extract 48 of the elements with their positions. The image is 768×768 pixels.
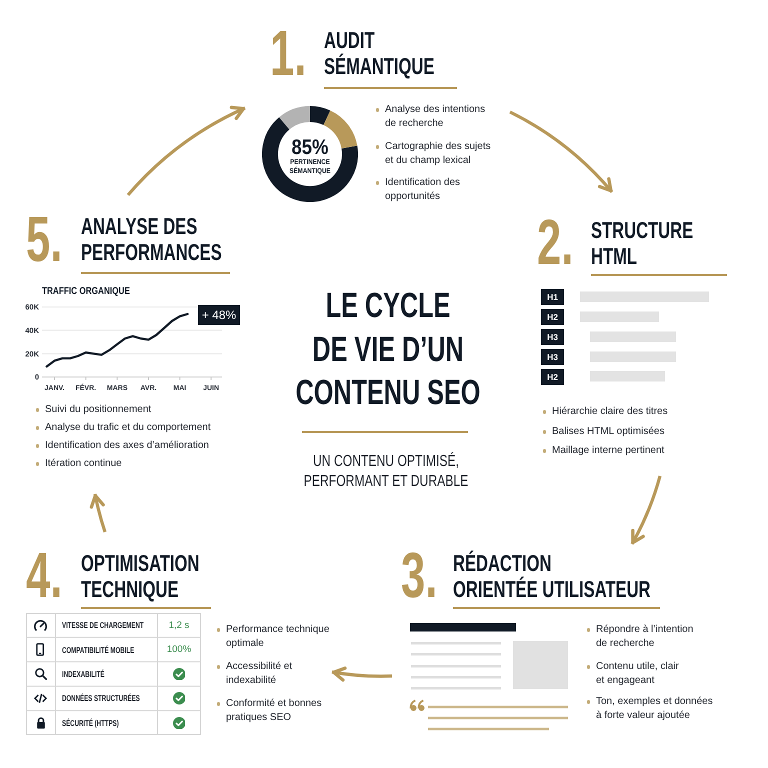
cycle-arrow	[90, 494, 107, 532]
step-number: 3.	[401, 543, 438, 607]
bullet-item: Identification des axes d’amélioration	[35, 438, 209, 454]
bullet-item: Conformité et bonnes pratiques SEO	[216, 696, 322, 726]
cycle-arrow	[332, 666, 392, 682]
metric-label: SÉCURITÉ (HTTPS)	[62, 718, 119, 728]
heading-tag: H1	[541, 289, 564, 305]
heading-tag: H2	[541, 369, 564, 385]
bullet-item: Contenu utile, clair et engageant	[586, 660, 679, 689]
subtitle: UN CONTENU OPTIMISÉ, PERFORMANT ET DURABLE	[304, 452, 468, 492]
bullet-item: Balises HTML optimisées	[542, 424, 664, 440]
bullet-item: Cartographie des sujets et du champ lexical	[375, 140, 491, 169]
percentage-value: 85%	[292, 137, 328, 158]
step-number: 4.	[26, 543, 62, 607]
step-number: 2.	[537, 210, 574, 274]
metric-value: 1,2 s	[168, 620, 190, 631]
bullet-item: Répondre à l’intention de recherche	[586, 622, 694, 652]
metric-label: DONNÉES STRUCTURÉES	[62, 693, 140, 704]
metric-value: 100%	[166, 644, 192, 656]
step-number: 1.	[270, 21, 306, 85]
step-number: 5.	[26, 207, 62, 271]
bullet-item: Itération continue	[35, 456, 122, 472]
step-title: RÉDACTION ORIENTÉE UTILISATEUR	[453, 550, 650, 602]
bullet-item: Hiérarchie claire des titres	[542, 404, 668, 420]
bullet-item: Maillage interne pertinent	[542, 444, 664, 458]
cycle-arrow	[630, 476, 662, 545]
cycle-arrow	[126, 106, 246, 196]
step-title: ANALYSE DES PERFORMANCES	[81, 213, 222, 265]
step-title: OPTIMISATION TECHNIQUE	[81, 550, 200, 602]
bullet-item: Ton, exemples et données à forte valeur ajoutée	[586, 694, 713, 724]
heading-tag: H3	[541, 329, 564, 345]
diagram-title: LE CYCLE DE VIE D’UN CONTENU SEO	[296, 285, 480, 414]
bullet-item: Accessibilité et indexabilité	[216, 660, 292, 689]
bullet-item: Analyse du trafic et du comportement	[35, 420, 211, 436]
step-title: AUDIT SÉMANTIQUE	[324, 27, 434, 79]
bullet-item: Analyse des intentions de recherche	[375, 102, 486, 132]
metric-label: VITESSE DE CHARGEMENT	[62, 620, 144, 630]
growth-badge: + 48%	[198, 305, 240, 325]
cycle-arrow	[509, 110, 614, 194]
heading-tag: H3	[541, 349, 564, 365]
metric-label: COMPATIBILITÉ MOBILE	[62, 644, 134, 655]
chart-title: TRAFFIC ORGANIQUE	[42, 286, 130, 298]
step-title: STRUCTURE HTML	[591, 217, 694, 269]
metric-label: INDEXABILITÉ	[62, 669, 104, 679]
bullet-item: Identification des opportunités	[375, 176, 460, 205]
heading-tag: H2	[541, 309, 564, 325]
bullet-item: Suivi du positionnement	[35, 402, 152, 418]
bullet-item: Performance technique optimale	[216, 622, 330, 652]
